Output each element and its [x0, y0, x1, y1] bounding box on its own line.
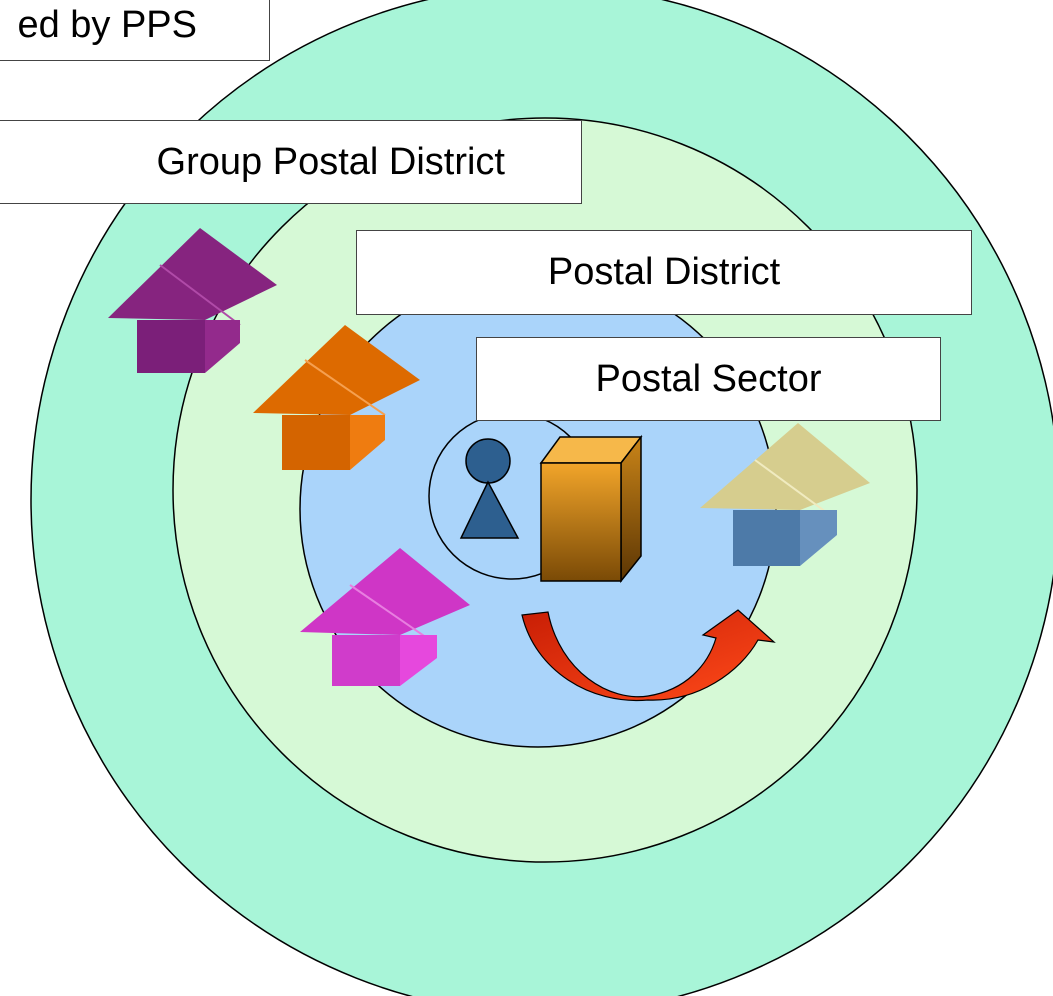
postal-sector-label: Postal Sector	[595, 357, 822, 400]
postbox-icon	[539, 434, 643, 584]
postal-district-label-box: Postal District	[356, 230, 972, 315]
house-icon	[108, 228, 277, 373]
curved-arrow-icon	[521, 609, 776, 702]
house-icon	[700, 423, 870, 566]
postal-sector-label-box: Postal Sector	[476, 337, 941, 421]
pps-label-box: ed by PPS	[0, 0, 270, 61]
person-icon	[459, 438, 520, 539]
group-postal-district-label-box: Group Postal District	[0, 120, 582, 204]
pps-label: ed by PPS	[17, 4, 197, 46]
house-icon	[253, 325, 420, 470]
postal-district-label: Postal District	[547, 251, 781, 293]
house-icon	[300, 548, 470, 686]
group-postal-district-label: Group Postal District	[156, 140, 505, 183]
